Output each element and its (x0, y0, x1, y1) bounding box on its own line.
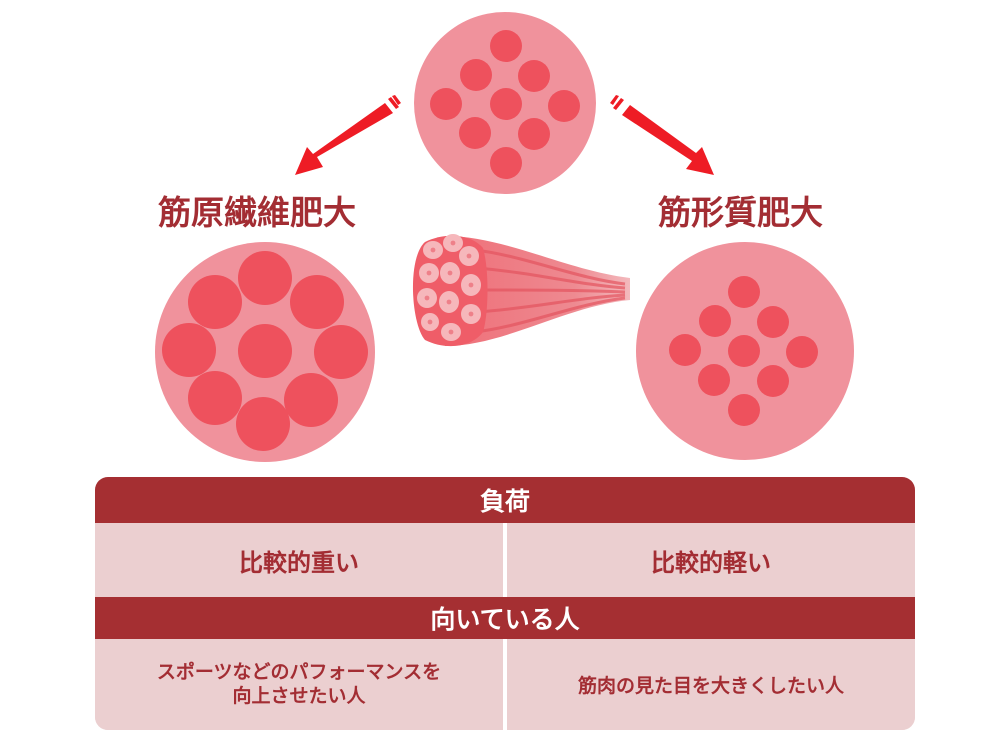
fiber-icon (728, 394, 760, 426)
top-muscle-cross-section (414, 12, 596, 194)
fiber-icon (728, 335, 760, 367)
fiber-icon (236, 397, 290, 451)
fiber-icon (669, 334, 701, 366)
arrow-down-right-icon (610, 95, 714, 175)
table-cell-load-right: 比較的軽い (507, 523, 915, 597)
cell-text: 筋肉の見た目を大きくしたい人 (577, 675, 844, 697)
fiber-icon (786, 336, 818, 368)
column-divider (503, 639, 507, 730)
fiber-icon (460, 59, 492, 91)
fiber-icon (290, 275, 344, 329)
fiber-icon (314, 325, 368, 379)
table-header-load: 負荷 (95, 477, 915, 523)
fiber-icon (728, 276, 760, 308)
comparison-table: 負荷 比較的重い 比較的軽い 向いている人 スポーツなどのパフォーマンスを 向上… (95, 477, 915, 730)
fiber-icon (490, 147, 522, 179)
table-cell-load-left: 比較的重い (95, 523, 503, 597)
header-label: 負荷 (479, 487, 530, 516)
fiber-icon (757, 306, 789, 338)
fiber-icon (284, 373, 338, 427)
sarcoplasmic-hypertrophy-title: 筋形質肥大 (658, 193, 823, 232)
myofibrillar-hypertrophy-title: 筋原繊維肥大 (158, 193, 356, 232)
fiber-icon (238, 324, 292, 378)
table-header-suited-for: 向いている人 (95, 597, 915, 639)
fiber-icon (490, 30, 522, 62)
left-muscle-cross-section (155, 242, 375, 462)
fiber-icon (188, 275, 242, 329)
right-muscle-cross-section (636, 242, 854, 460)
fiber-icon (490, 88, 522, 120)
fiber-icon (518, 118, 550, 150)
muscle-bundle-icon (412, 234, 630, 347)
fiber-icon (238, 251, 292, 305)
arrow-down-left-icon (295, 95, 401, 175)
fiber-icon (699, 305, 731, 337)
fiber-icon (518, 60, 550, 92)
header-label: 向いている人 (430, 605, 580, 634)
fiber-icon (698, 364, 730, 396)
fiber-icon (162, 323, 216, 377)
table-cell-suited-left: スポーツなどのパフォーマンスを 向上させたい人 (95, 639, 503, 730)
cell-text: 比較的重い (239, 548, 359, 577)
fiber-icon (430, 88, 462, 120)
fiber-icon (459, 117, 491, 149)
table-cell-suited-right: 筋肉の見た目を大きくしたい人 (507, 639, 915, 730)
column-divider (503, 523, 507, 597)
cell-text: スポーツなどのパフォーマンスを 向上させたい人 (156, 660, 442, 707)
fiber-icon (757, 365, 789, 397)
fiber-icon (548, 90, 580, 122)
fiber-icon (188, 371, 242, 425)
cell-text: 比較的軽い (651, 548, 771, 577)
